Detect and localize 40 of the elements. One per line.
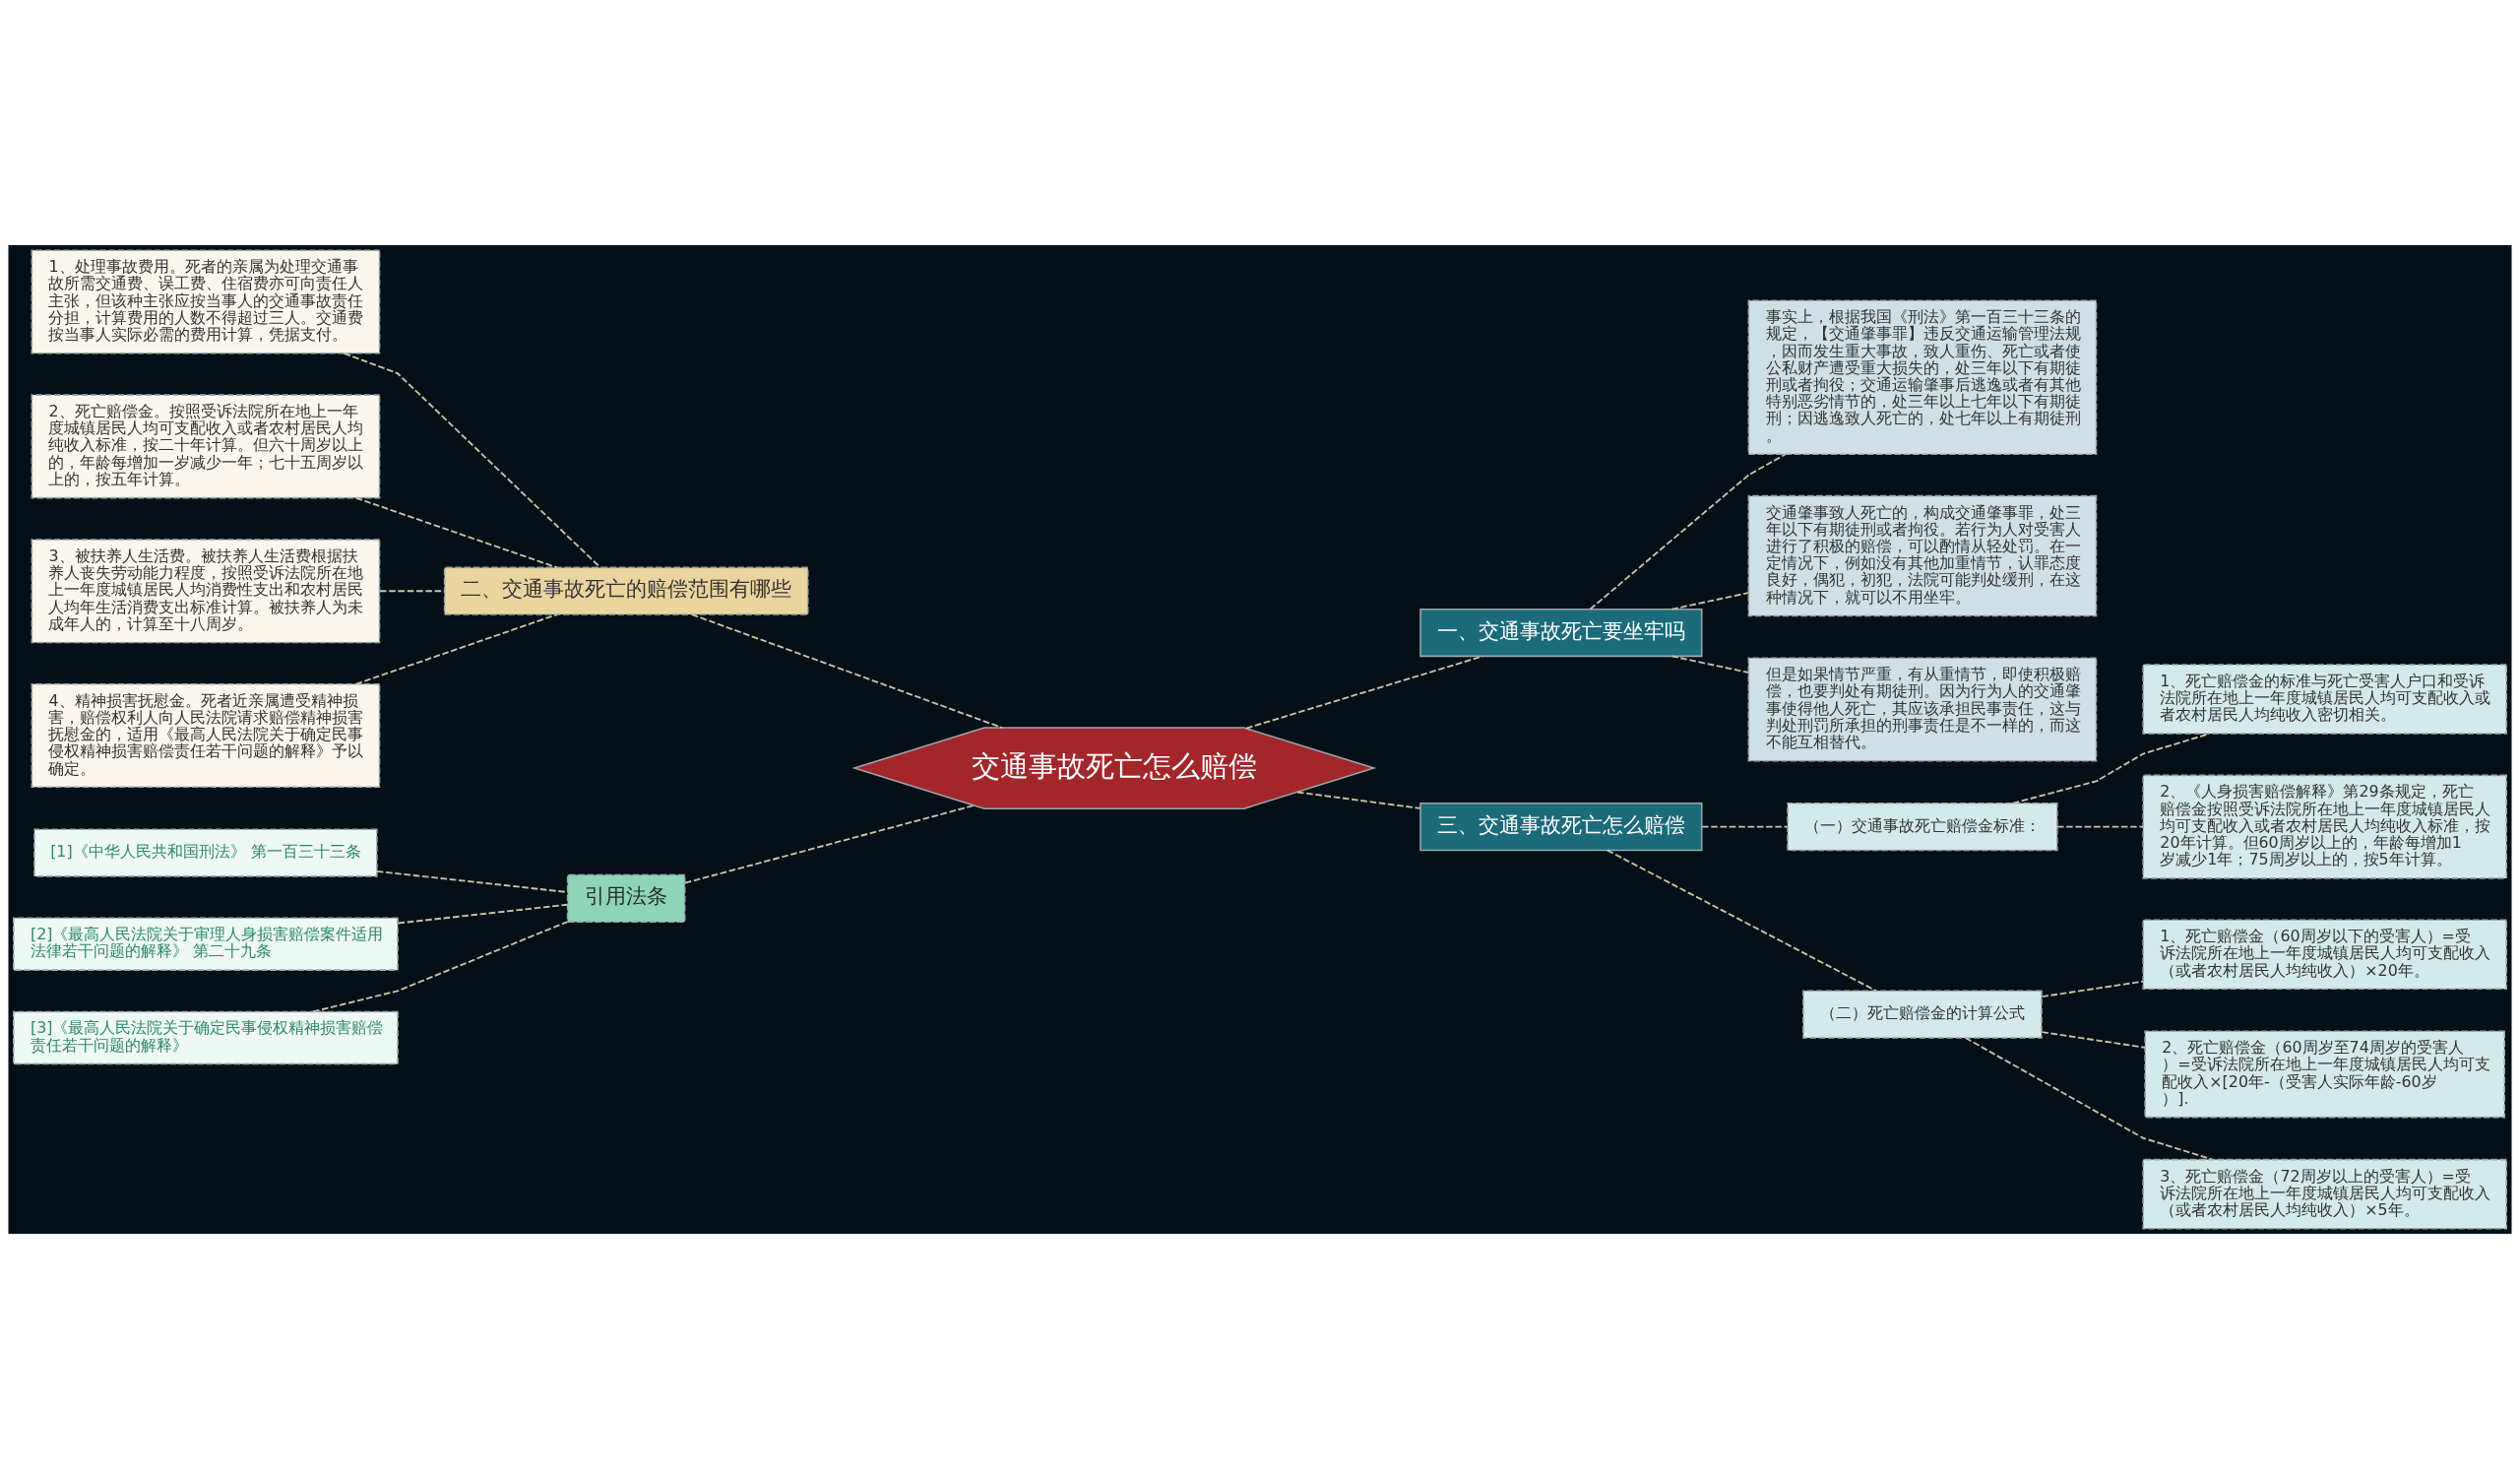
connector: [1701, 825, 1789, 828]
node-box: 引用法条: [566, 873, 686, 923]
node-box: 2、死亡赔偿金（60周岁至74周岁的受害人）=受诉法院所在地上一年度城镇居民人均可支配收入×[20年-（受害人实际年龄-60岁）].: [2144, 1030, 2506, 1119]
connector: [1606, 849, 1877, 993]
node-box: 3、被扶养人生活费。被扶养人生活费根据扶养人丧失劳动能力程度，按照受诉法院所在地上一年度城镇居民人均消费性支出和农村居民人均年生活消费支出标准计算。被扶养人为未成年人的，计算至十八周岁。: [31, 539, 381, 644]
connector: [1589, 453, 1787, 611]
connector: [397, 903, 569, 925]
node-box: 一、交通事故死亡要坐牢吗: [1419, 608, 1703, 658]
connector: [343, 352, 601, 569]
connector: [354, 613, 558, 685]
connector: [1670, 655, 1750, 674]
node-box: 二、交通事故死亡的赔偿范围有哪些: [443, 566, 809, 615]
node-box: 1、死亡赔偿金的标准与死亡受害人户口和受诉法院所在地上一年度城镇居民人均可支配收入或者农村居民人均纯收入密切相关。: [2142, 664, 2507, 735]
node-box: 但是如果情节严重，有从重情节，即使积极赔偿，也要判处有期徒刑。因为行为人的交通肇事使得他人死亡，其应该承担民事责任，这与判处刑罚所承担的刑事责任是不一样的，而这不能互相替代。: [1747, 657, 2098, 762]
node-box: （一）交通事故死亡赔偿金标准：: [1787, 803, 2058, 852]
node-box: 4、精神损害抚慰金。死者近亲属遭受精神损害，赔偿权利人向人民法院请求赔偿精神损害抚慰金的，适用《最高人民法院关于确定民事侵权精神损害赔偿责任若干问题的解释》予以确定。: [31, 683, 381, 789]
connector: [1670, 592, 1750, 611]
connector: [1296, 791, 1421, 809]
connector: [1964, 1037, 2213, 1161]
connector: [376, 870, 569, 893]
node-box: 交通肇事致人死亡的，构成交通肇事罪，处三年以下有期徒刑或者拘役。若行为人对受害人进行了积极的赔偿，可以酌情从轻处罚。在一定情况下，例如没有其他加重情节，认罪态度良好，偶犯，初犯，法院可能判处缓刑，在这种情况下，就可以不用坐牢。: [1747, 494, 2098, 617]
connector: [2056, 825, 2144, 828]
node-box: 3、死亡赔偿金（72周岁以上的受害人）=受诉法院所在地上一年度城镇居民人均可支配收入（或者农村居民人均纯收入）×5年。: [2142, 1158, 2507, 1230]
node-box: 2、死亡赔偿金。按照受诉法院所在地上一年度城镇居民人均可支配收入或者农村居民人均纯收入标准，按二十年计算。但六十周岁以上的，年龄每增加一岁减少一年；七十五周岁以上的，按五年计算。: [31, 394, 381, 499]
node-box: 1、死亡赔偿金（60周岁以下的受害人）=受诉法院所在地上一年度城镇居民人均可支配收入（或者农村居民人均纯收入）×20年。: [2142, 919, 2507, 991]
connector: [2041, 1031, 2147, 1049]
connector: [1245, 655, 1484, 730]
connector: [2041, 980, 2144, 998]
node-box: 三、交通事故死亡怎么赔偿: [1419, 803, 1703, 852]
node-box: 1、处理事故费用。死者的亲属为处理交通事故所需交通费、误工费、住宿费亦可向责任人主张，但该种主张应按当事人的交通事故责任分担，计算费用的人数不得超过三人。交通费按当事人实际必需的费用计算，凭据支付。: [31, 249, 381, 354]
node-box: 事实上，根据我国《刑法》第一百三十三条的规定，【交通肇事罪】违反交通运输管理法规，因而发生重大事故，致人重伤、死亡或者使公私财产遭受重大损失的，处三年以下有期徒刑或者拘役；交通运输肇事后逃逸或者有其他特别恶劣情节的，处三年以上七年以下有期徒刑；因逃逸致人死亡的，处七年以上有期徒刑。: [1747, 299, 2098, 456]
connector: [354, 496, 558, 569]
node-box: [3]《最高人民法院关于确定民事侵权精神损害赔偿责任若干问题的解释》: [13, 1010, 399, 1065]
connector: [691, 613, 1003, 729]
node-box: [2]《最高人民法院关于审理人身损害赔偿案件适用法律若干问题的解释》 第二十九条: [13, 917, 399, 971]
node-box: [1]《中华人民共和国刑法》 第一百三十三条: [33, 828, 378, 877]
node-box: 2、《人身损害赔偿解释》第29条规定，死亡赔偿金按照受诉法院所在地上一年度城镇居民人均可支配收入或者农村居民人均纯收入标准，按20年计算。但60周岁以上的，年龄每增加1岁减少1年；75周岁以上的，按5年计算。: [2142, 774, 2507, 879]
connector: [684, 804, 976, 884]
node-box: （二）死亡赔偿金的计算公式: [1802, 990, 2043, 1039]
connector: [311, 921, 569, 1013]
